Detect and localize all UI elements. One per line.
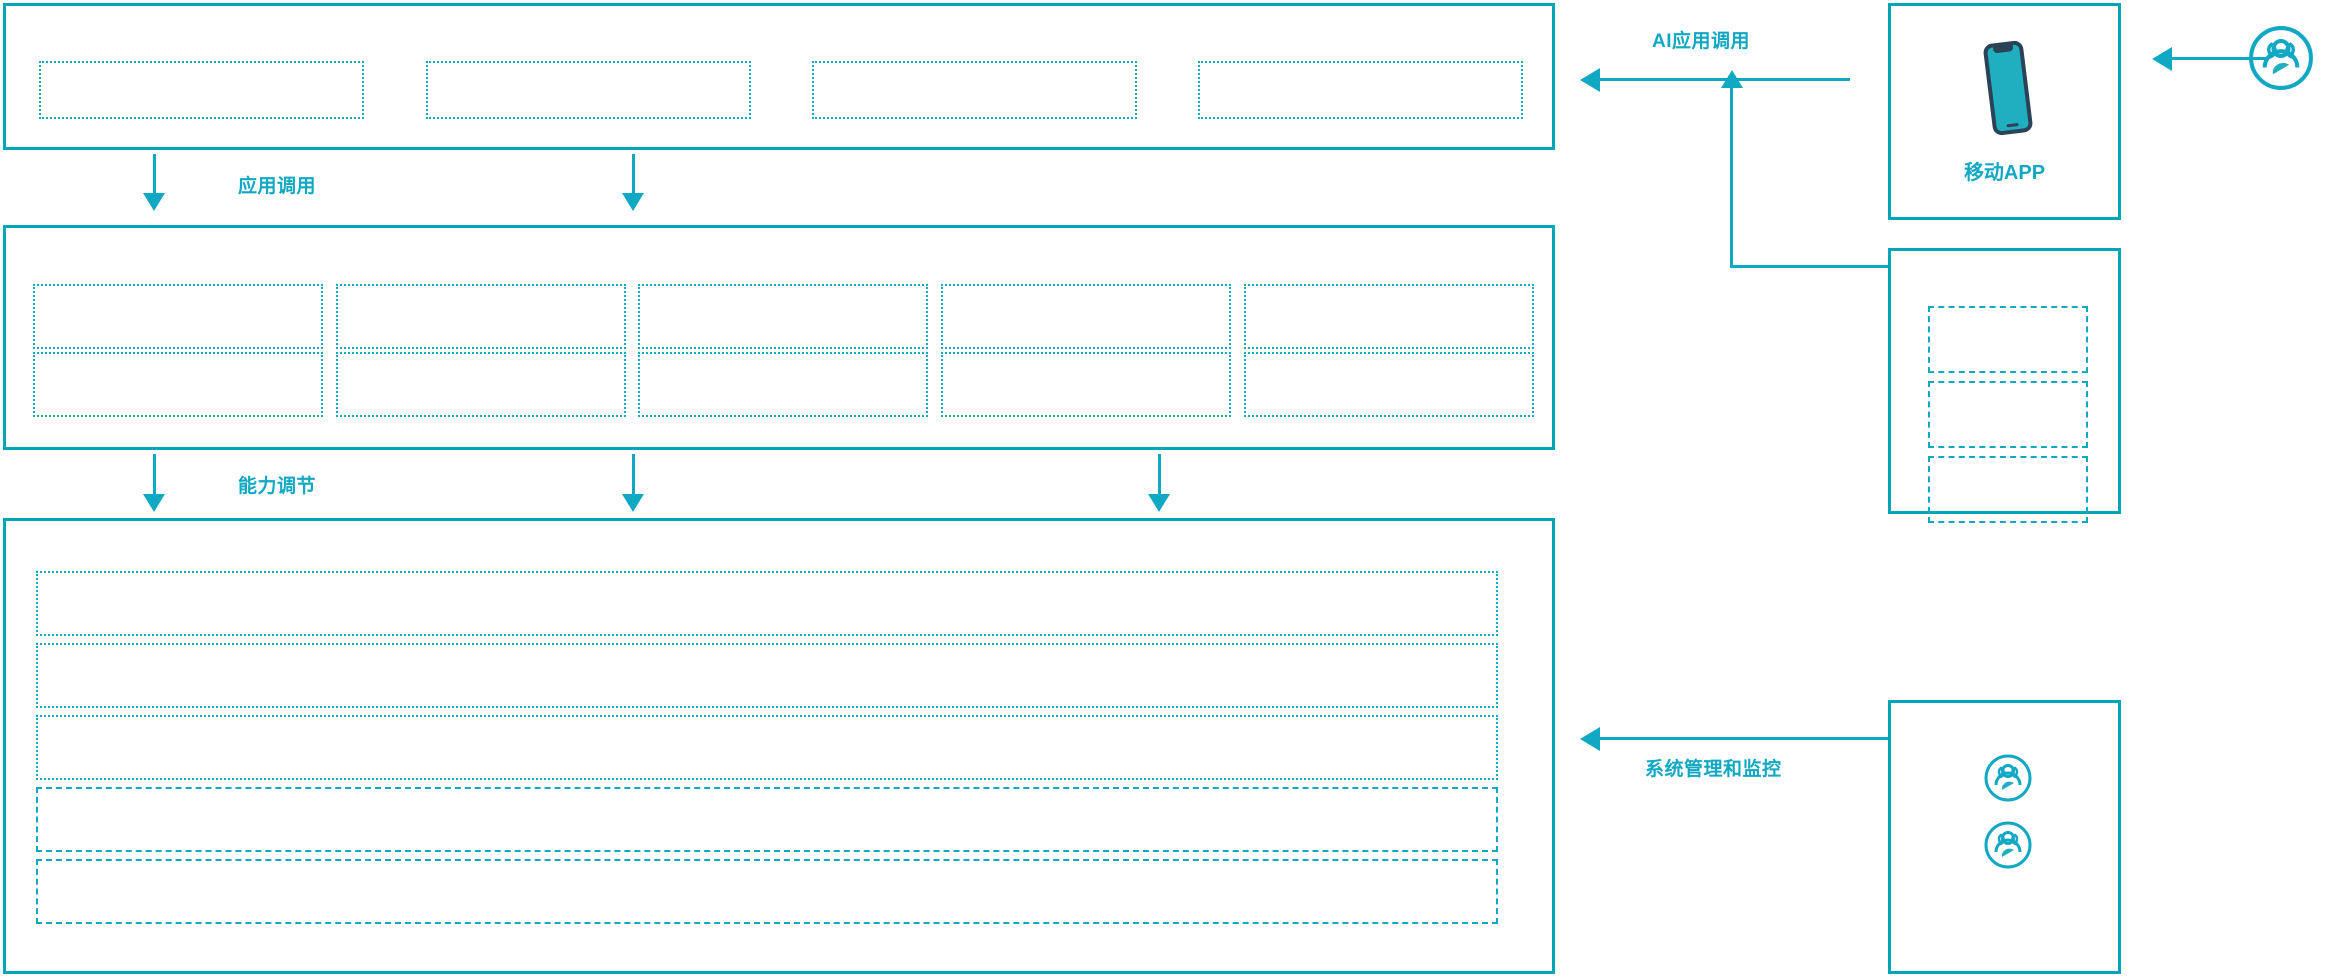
- capability-tuning-label: 能力调节: [238, 476, 317, 497]
- platform-slot-2[interactable]: [36, 643, 1498, 708]
- app-call-arrow-shaft-left: [153, 154, 156, 193]
- capability-layer-panel: [3, 225, 1555, 450]
- platform-slot-5[interactable]: [36, 859, 1498, 924]
- system-management-label: 系统管理和监控: [1645, 759, 1782, 780]
- stacked-slot-card: [1888, 248, 2121, 523]
- capability-slot-r1c3[interactable]: [638, 284, 928, 349]
- capability-slot-r1c2[interactable]: [336, 284, 626, 349]
- platform-slot-3[interactable]: [36, 715, 1498, 780]
- ai-app-call-arrow-head: [1580, 68, 1600, 92]
- external-user-arrow-head: [2152, 47, 2172, 71]
- application-slot-3[interactable]: [812, 61, 1137, 119]
- system-management-arrow-shaft: [1600, 737, 1890, 740]
- capability-slot-r1c4[interactable]: [941, 284, 1231, 349]
- user-group-icon: [1983, 753, 2033, 803]
- capability-tuning-arrow-head-1: [143, 494, 165, 512]
- capability-tuning-arrow-shaft-1: [153, 454, 156, 494]
- ai-app-call-riser-head: [1721, 70, 1743, 88]
- app-call-label: 应用调用: [238, 176, 317, 197]
- capability-slot-r2c4[interactable]: [941, 352, 1231, 417]
- stacked-slot-2[interactable]: [1928, 381, 2088, 448]
- capability-slot-r2c5[interactable]: [1244, 352, 1534, 417]
- app-call-arrow-head-right: [622, 193, 644, 211]
- ai-app-call-riser-base: [1730, 265, 1890, 268]
- capability-slot-r1c1[interactable]: [33, 284, 323, 349]
- mobile-app-card[interactable]: 移动APP: [1888, 3, 2121, 220]
- application-layer-panel: [3, 3, 1555, 150]
- stacked-slot-1[interactable]: [1928, 306, 2088, 373]
- system-management-arrow-head: [1580, 727, 1600, 751]
- application-slot-2[interactable]: [426, 61, 751, 119]
- platform-slot-1[interactable]: [36, 571, 1498, 636]
- capability-slot-r2c1[interactable]: [33, 352, 323, 417]
- ai-app-call-label: AI应用调用: [1652, 31, 1751, 52]
- platform-layer-panel: [3, 518, 1555, 974]
- platform-slot-4[interactable]: [36, 787, 1498, 852]
- capability-tuning-arrow-shaft-2: [632, 454, 635, 494]
- ai-app-call-riser-shaft: [1730, 88, 1733, 268]
- app-call-arrow-shaft-right: [632, 154, 635, 193]
- application-slot-4[interactable]: [1198, 61, 1523, 119]
- mobile-phone-icon: [1974, 38, 2042, 138]
- capability-tuning-arrow-shaft-3: [1158, 454, 1161, 494]
- capability-slot-r1c5[interactable]: [1244, 284, 1534, 349]
- capability-slot-r2c2[interactable]: [336, 352, 626, 417]
- users-card: [1888, 700, 2121, 974]
- capability-tuning-arrow-head-3: [1148, 494, 1170, 512]
- user-group-icon: [1983, 820, 2033, 870]
- application-slot-1[interactable]: [39, 61, 364, 119]
- external-user-arrow-shaft: [2172, 57, 2267, 60]
- mobile-app-label: 移动APP: [1963, 162, 2046, 184]
- capability-tuning-arrow-head-2: [622, 494, 644, 512]
- app-call-arrow-head-left: [143, 193, 165, 211]
- user-group-icon: [2247, 24, 2315, 92]
- capability-slot-r2c3[interactable]: [638, 352, 928, 417]
- stacked-slot-3[interactable]: [1928, 456, 2088, 523]
